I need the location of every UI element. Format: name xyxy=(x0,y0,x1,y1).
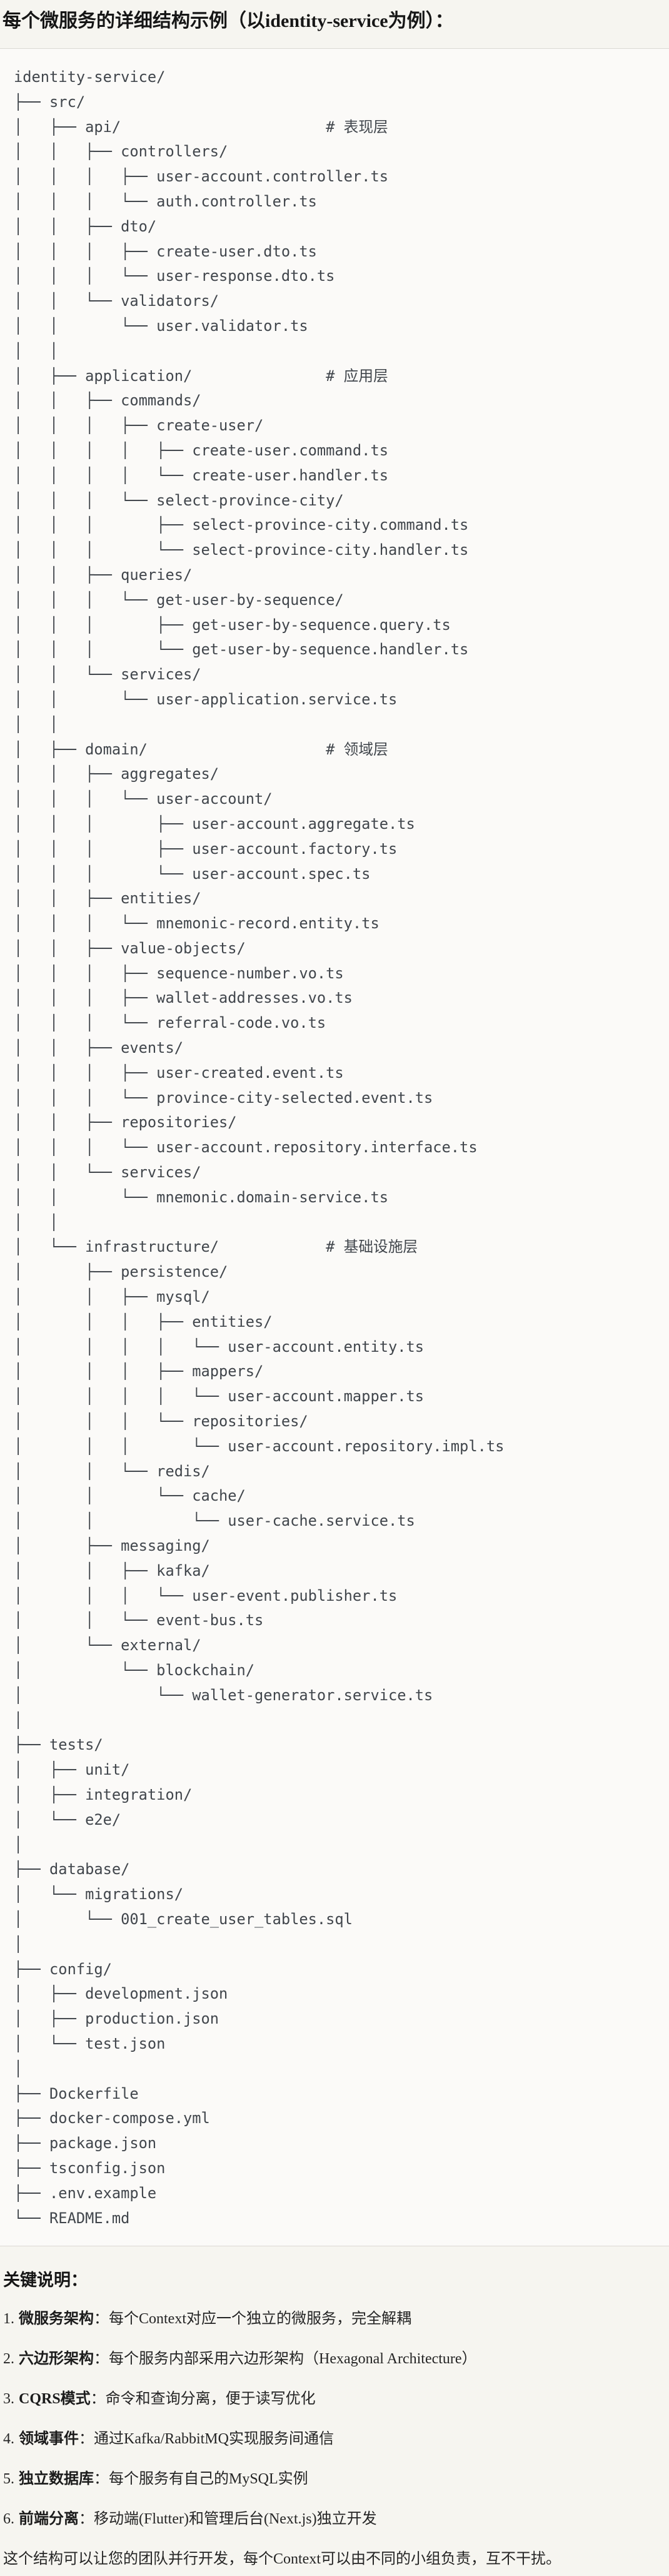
directory-tree-code-block: identity-service/ ├── src/ │ ├── api/ # … xyxy=(0,48,669,2247)
note-number: 5. xyxy=(3,2471,14,2488)
note-text: ：每个服务有自己的MySQL实例 xyxy=(94,2471,308,2488)
note-label: CQRS模式 xyxy=(19,2391,91,2408)
note-label: 六边形架构 xyxy=(19,2351,94,2368)
note-text: ：移动端(Flutter)和管理后台(Next.js)独立开发 xyxy=(79,2511,377,2528)
notes-heading: 关键说明： xyxy=(3,2271,88,2290)
note-label: 前端分离 xyxy=(19,2511,79,2528)
note-item: 6. 前端分离：移动端(Flutter)和管理后台(Next.js)独立开发 xyxy=(3,2509,663,2530)
note-label: 领域事件 xyxy=(19,2431,79,2448)
key-notes-section: 关键说明： 1. 微服务架构：每个Context对应一个独立的微服务，完全解耦 2… xyxy=(0,2269,669,2570)
note-text: ：每个服务内部采用六边形架构（Hexagonal Architecture） xyxy=(94,2351,477,2368)
note-text: ：通过Kafka/RabbitMQ实现服务间通信 xyxy=(79,2431,334,2448)
page: 每个微服务的详细结构示例（以identity-service为例）： ident… xyxy=(0,9,669,2576)
note-number: 1. xyxy=(3,2311,14,2328)
note-text: ：每个Context对应一个独立的微服务，完全解耦 xyxy=(94,2311,411,2328)
page-title: 每个微服务的详细结构示例（以identity-service为例）： xyxy=(3,11,454,31)
closing-paragraph: 这个结构可以让您的团队并行开发，每个Context可以由不同的小组负责，互不干扰… xyxy=(3,2551,561,2568)
note-item: 3. CQRS模式：命令和查询分离，便于读写优化 xyxy=(3,2389,663,2410)
note-number: 2. xyxy=(3,2351,14,2368)
note-item: 5. 独立数据库：每个服务有自己的MySQL实例 xyxy=(3,2469,663,2490)
note-text: ：命令和查询分离，便于读写优化 xyxy=(90,2391,316,2408)
note-item: 2. 六边形架构：每个服务内部采用六边形架构（Hexagonal Architec… xyxy=(3,2349,663,2370)
note-label: 独立数据库 xyxy=(19,2471,94,2488)
note-item: 4. 领域事件：通过Kafka/RabbitMQ实现服务间通信 xyxy=(3,2429,663,2450)
directory-tree: identity-service/ ├── src/ │ ├── api/ # … xyxy=(14,68,505,2227)
note-number: 4. xyxy=(3,2431,14,2448)
note-label: 微服务架构 xyxy=(19,2311,94,2328)
note-number: 3. xyxy=(3,2391,14,2408)
note-item: 1. 微服务架构：每个Context对应一个独立的微服务，完全解耦 xyxy=(3,2309,663,2330)
note-number: 6. xyxy=(3,2511,14,2528)
